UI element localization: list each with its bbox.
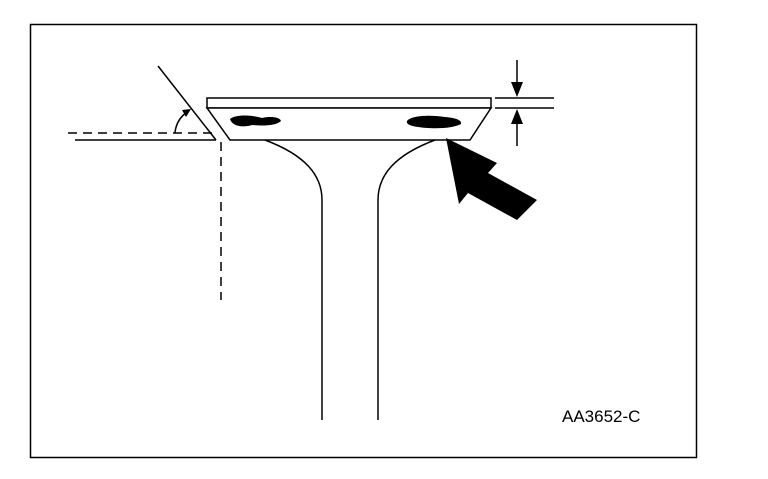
valve-head-face	[205, 107, 493, 141]
valve-stem	[264, 139, 436, 420]
deposit-mark-right	[406, 115, 462, 129]
valve-head-top	[206, 97, 492, 109]
figure-frame	[29, 23, 698, 459]
figure-reference-code: AA3652-C	[562, 407, 640, 426]
seat-angle-line	[157, 65, 217, 141]
angle-arrow-icon	[182, 109, 191, 117]
large-arrow-icon	[446, 138, 537, 220]
dimension-arrow-icon	[511, 109, 523, 124]
dimension-arrow-icon	[511, 82, 523, 97]
deposit-mark-left	[230, 115, 281, 127]
